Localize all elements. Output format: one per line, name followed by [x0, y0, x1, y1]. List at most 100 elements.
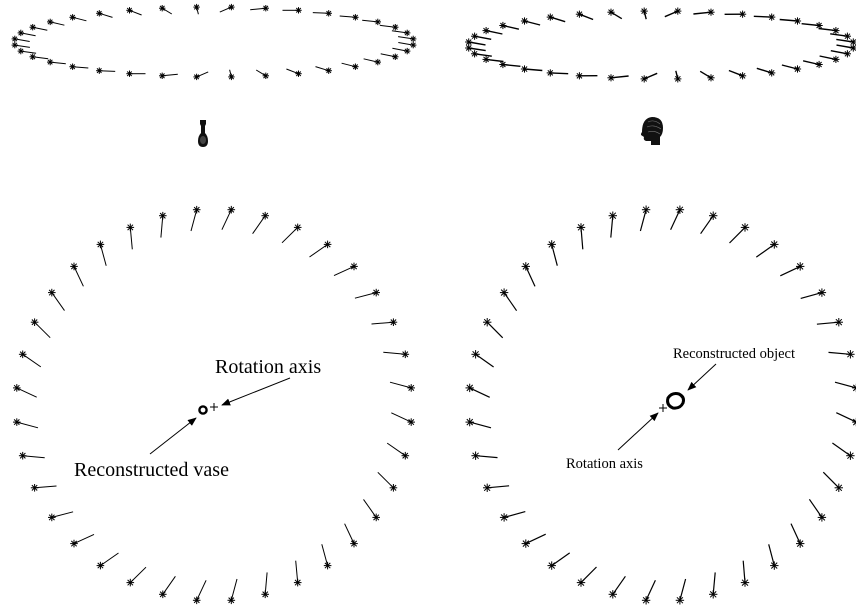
camera-axis — [469, 387, 490, 398]
camera-axis — [525, 533, 546, 545]
camera-axis — [670, 209, 681, 230]
camera-star — [227, 596, 236, 605]
camera-star — [575, 10, 583, 18]
camera-star — [323, 561, 332, 570]
camera-star — [404, 47, 411, 55]
camera-axis — [354, 292, 377, 299]
camera-star — [768, 69, 776, 77]
camera-star — [11, 41, 18, 49]
camera-star — [96, 10, 103, 17]
camera-axis — [286, 68, 299, 75]
camera-axis — [639, 209, 647, 232]
camera-axis — [645, 580, 656, 601]
camera-axis — [502, 24, 520, 30]
camera-star — [546, 13, 554, 21]
camera-star — [849, 38, 856, 46]
reconstructed-vase-marker — [198, 405, 208, 415]
camera-axis — [73, 266, 84, 287]
camera-star — [389, 318, 398, 326]
camera-axis — [802, 60, 820, 66]
camera-star — [740, 578, 750, 587]
camera-star — [547, 561, 556, 570]
camera-star — [846, 350, 855, 359]
camera-axis — [363, 58, 378, 63]
camera-star — [228, 3, 235, 11]
camera-axis — [474, 35, 492, 40]
camera-star — [325, 10, 332, 17]
camera-axis — [196, 580, 207, 601]
rotation-axis-marker-vase — [210, 403, 218, 411]
camera-axis — [16, 387, 37, 398]
camera-star — [126, 578, 135, 587]
camera-star — [707, 8, 715, 16]
camera-star — [48, 513, 56, 522]
camera-star — [159, 5, 166, 12]
camera-star — [261, 590, 269, 599]
camera-axis — [768, 544, 775, 566]
camera-axis — [551, 244, 558, 266]
camera-star — [547, 240, 556, 249]
camera-star — [193, 73, 200, 81]
camera-axis — [315, 66, 329, 72]
camera-star — [483, 483, 492, 492]
camera-star — [401, 350, 410, 359]
camera-axis — [99, 244, 107, 266]
camera-star — [69, 14, 76, 21]
camera-star — [641, 596, 651, 605]
camera-axis — [832, 442, 851, 457]
camera-axis — [790, 523, 801, 544]
camera-axis — [551, 552, 571, 567]
camera-star — [262, 72, 269, 79]
camera-star — [846, 451, 855, 460]
camera-axis — [524, 20, 541, 26]
camera-star — [352, 14, 359, 21]
camera-star — [834, 318, 843, 327]
camera-star — [374, 18, 381, 26]
camera-star — [70, 262, 78, 271]
camera-axis — [503, 292, 518, 312]
reconstructed-object-marker — [666, 392, 685, 410]
camera-axis — [51, 292, 65, 311]
arrow-reconstructed-vase — [149, 417, 197, 455]
camera-star — [350, 262, 358, 271]
camera-star — [768, 13, 776, 21]
camera-axis — [679, 578, 687, 601]
camera-star — [674, 75, 682, 83]
camera-star — [640, 75, 648, 83]
camera-star — [325, 67, 332, 74]
label-reconstructed-vase: Reconstructed vase — [74, 459, 229, 481]
camera-star — [843, 50, 851, 58]
camera-star — [407, 384, 415, 392]
camera-axis — [664, 10, 679, 18]
camera-star — [404, 29, 411, 37]
camera-star — [576, 578, 586, 587]
camera-star — [18, 350, 27, 359]
camera-axis — [386, 442, 406, 457]
camera-star — [482, 55, 490, 63]
camera-star — [96, 240, 105, 249]
camera-axis — [100, 552, 119, 567]
camera-star — [262, 5, 269, 12]
camera-star — [410, 35, 417, 43]
camera-axis — [51, 511, 74, 518]
camera-axis — [579, 13, 594, 21]
camera-axis — [834, 381, 856, 389]
camera-axis — [230, 578, 238, 601]
label-rotation-axis-vase: Rotation axis — [215, 356, 321, 378]
camera-star — [499, 21, 507, 30]
camera-star — [17, 47, 24, 55]
camera-axis — [612, 575, 626, 595]
camera-star — [546, 69, 554, 77]
camera-axis — [333, 265, 355, 277]
camera-star — [13, 384, 21, 392]
camera-axis — [475, 353, 494, 368]
camera-star — [69, 63, 76, 70]
camera-star — [608, 211, 617, 220]
camera-star — [228, 73, 235, 81]
camera-star — [675, 596, 685, 605]
camera-star — [834, 483, 843, 492]
camera-star — [29, 24, 36, 31]
camera-star — [295, 7, 302, 14]
camera-axis — [808, 498, 823, 518]
camera-star — [499, 513, 509, 522]
